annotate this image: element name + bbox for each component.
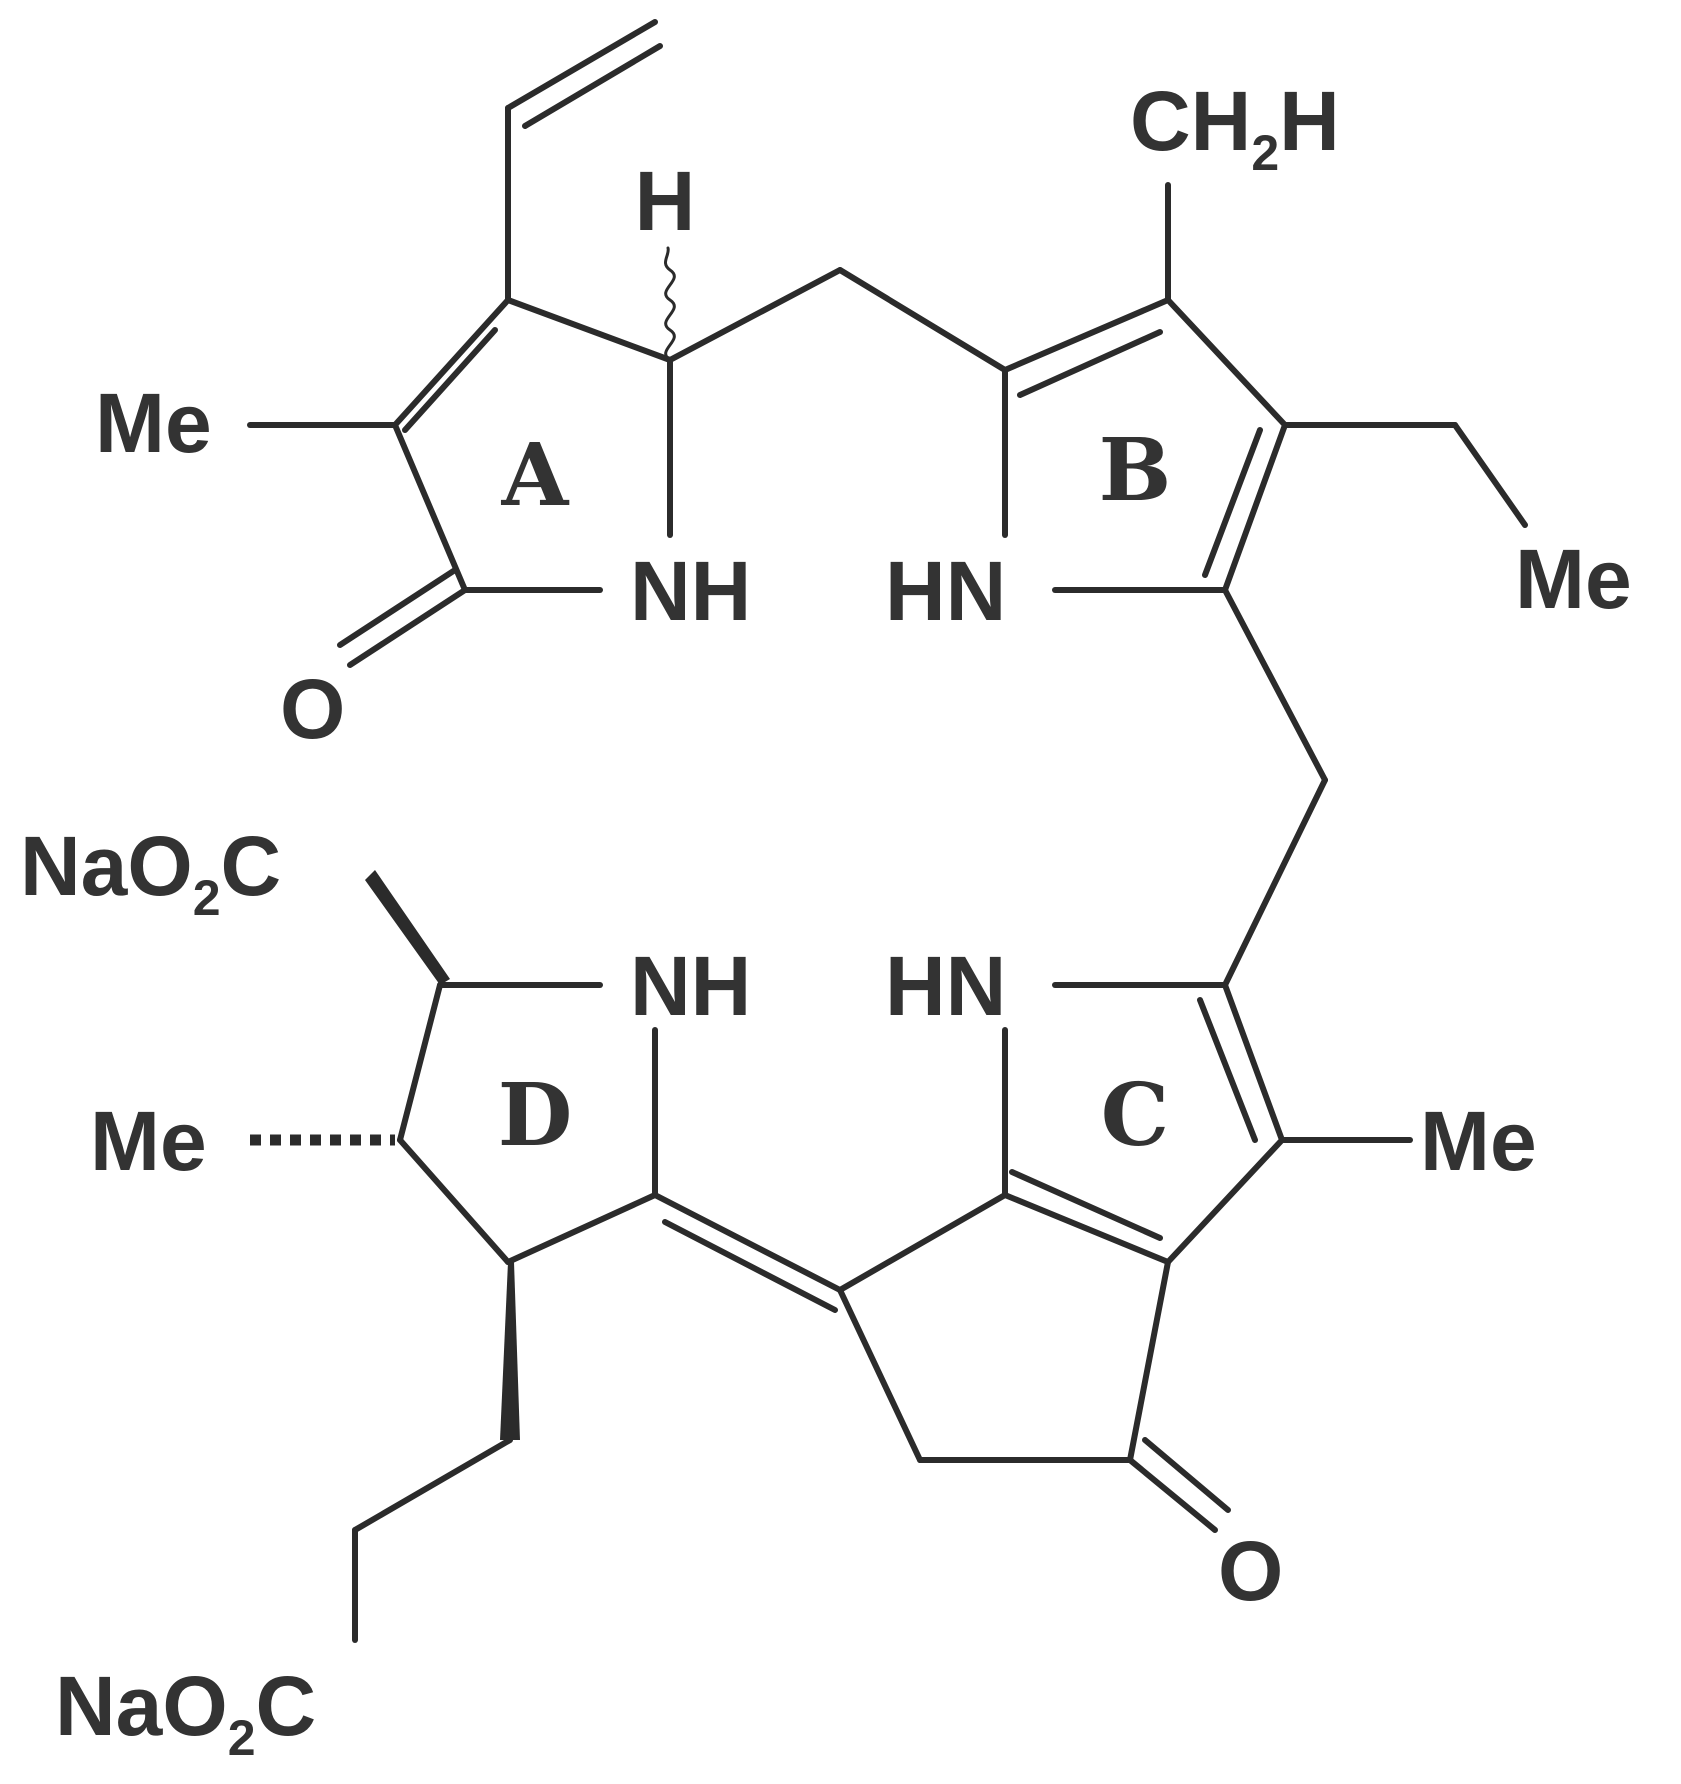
wedge-bond-carboxylate [365, 870, 450, 985]
label-me-c: Me [1420, 1094, 1537, 1188]
label-me-a: Me [95, 376, 212, 470]
label-carboxylate-top: NaO2C [20, 819, 281, 926]
ring-labels: A B C D [498, 420, 1172, 1166]
ring-label-c: C [1101, 1065, 1169, 1166]
label-hn-c: HN [885, 939, 1006, 1033]
ring-label-d: D [498, 1065, 573, 1166]
ring-label-a: A [501, 425, 570, 526]
label-nh-a: NH [630, 544, 751, 638]
label-hn-b: HN [885, 544, 1006, 638]
atom-labels: CH2H H Me Me Me Me NH HN NH HN O O NaO2C… [20, 74, 1632, 1766]
ring-label-b: B [1099, 420, 1172, 521]
stereo-bonds [250, 870, 520, 1440]
label-oxygen-a: O [280, 662, 345, 756]
label-h: H [635, 154, 696, 248]
label-oxygen-e: O [1218, 1524, 1283, 1618]
label-me-b: Me [1515, 532, 1632, 626]
label-nh-d: NH [630, 939, 751, 1033]
label-me-d: Me [90, 1094, 207, 1188]
bond-lines [247, 19, 1528, 1643]
wedge-bond-propionate [500, 1262, 520, 1440]
label-ch2h: CH2H [1130, 74, 1340, 181]
label-carboxylate-bottom: NaO2C [55, 1659, 316, 1766]
